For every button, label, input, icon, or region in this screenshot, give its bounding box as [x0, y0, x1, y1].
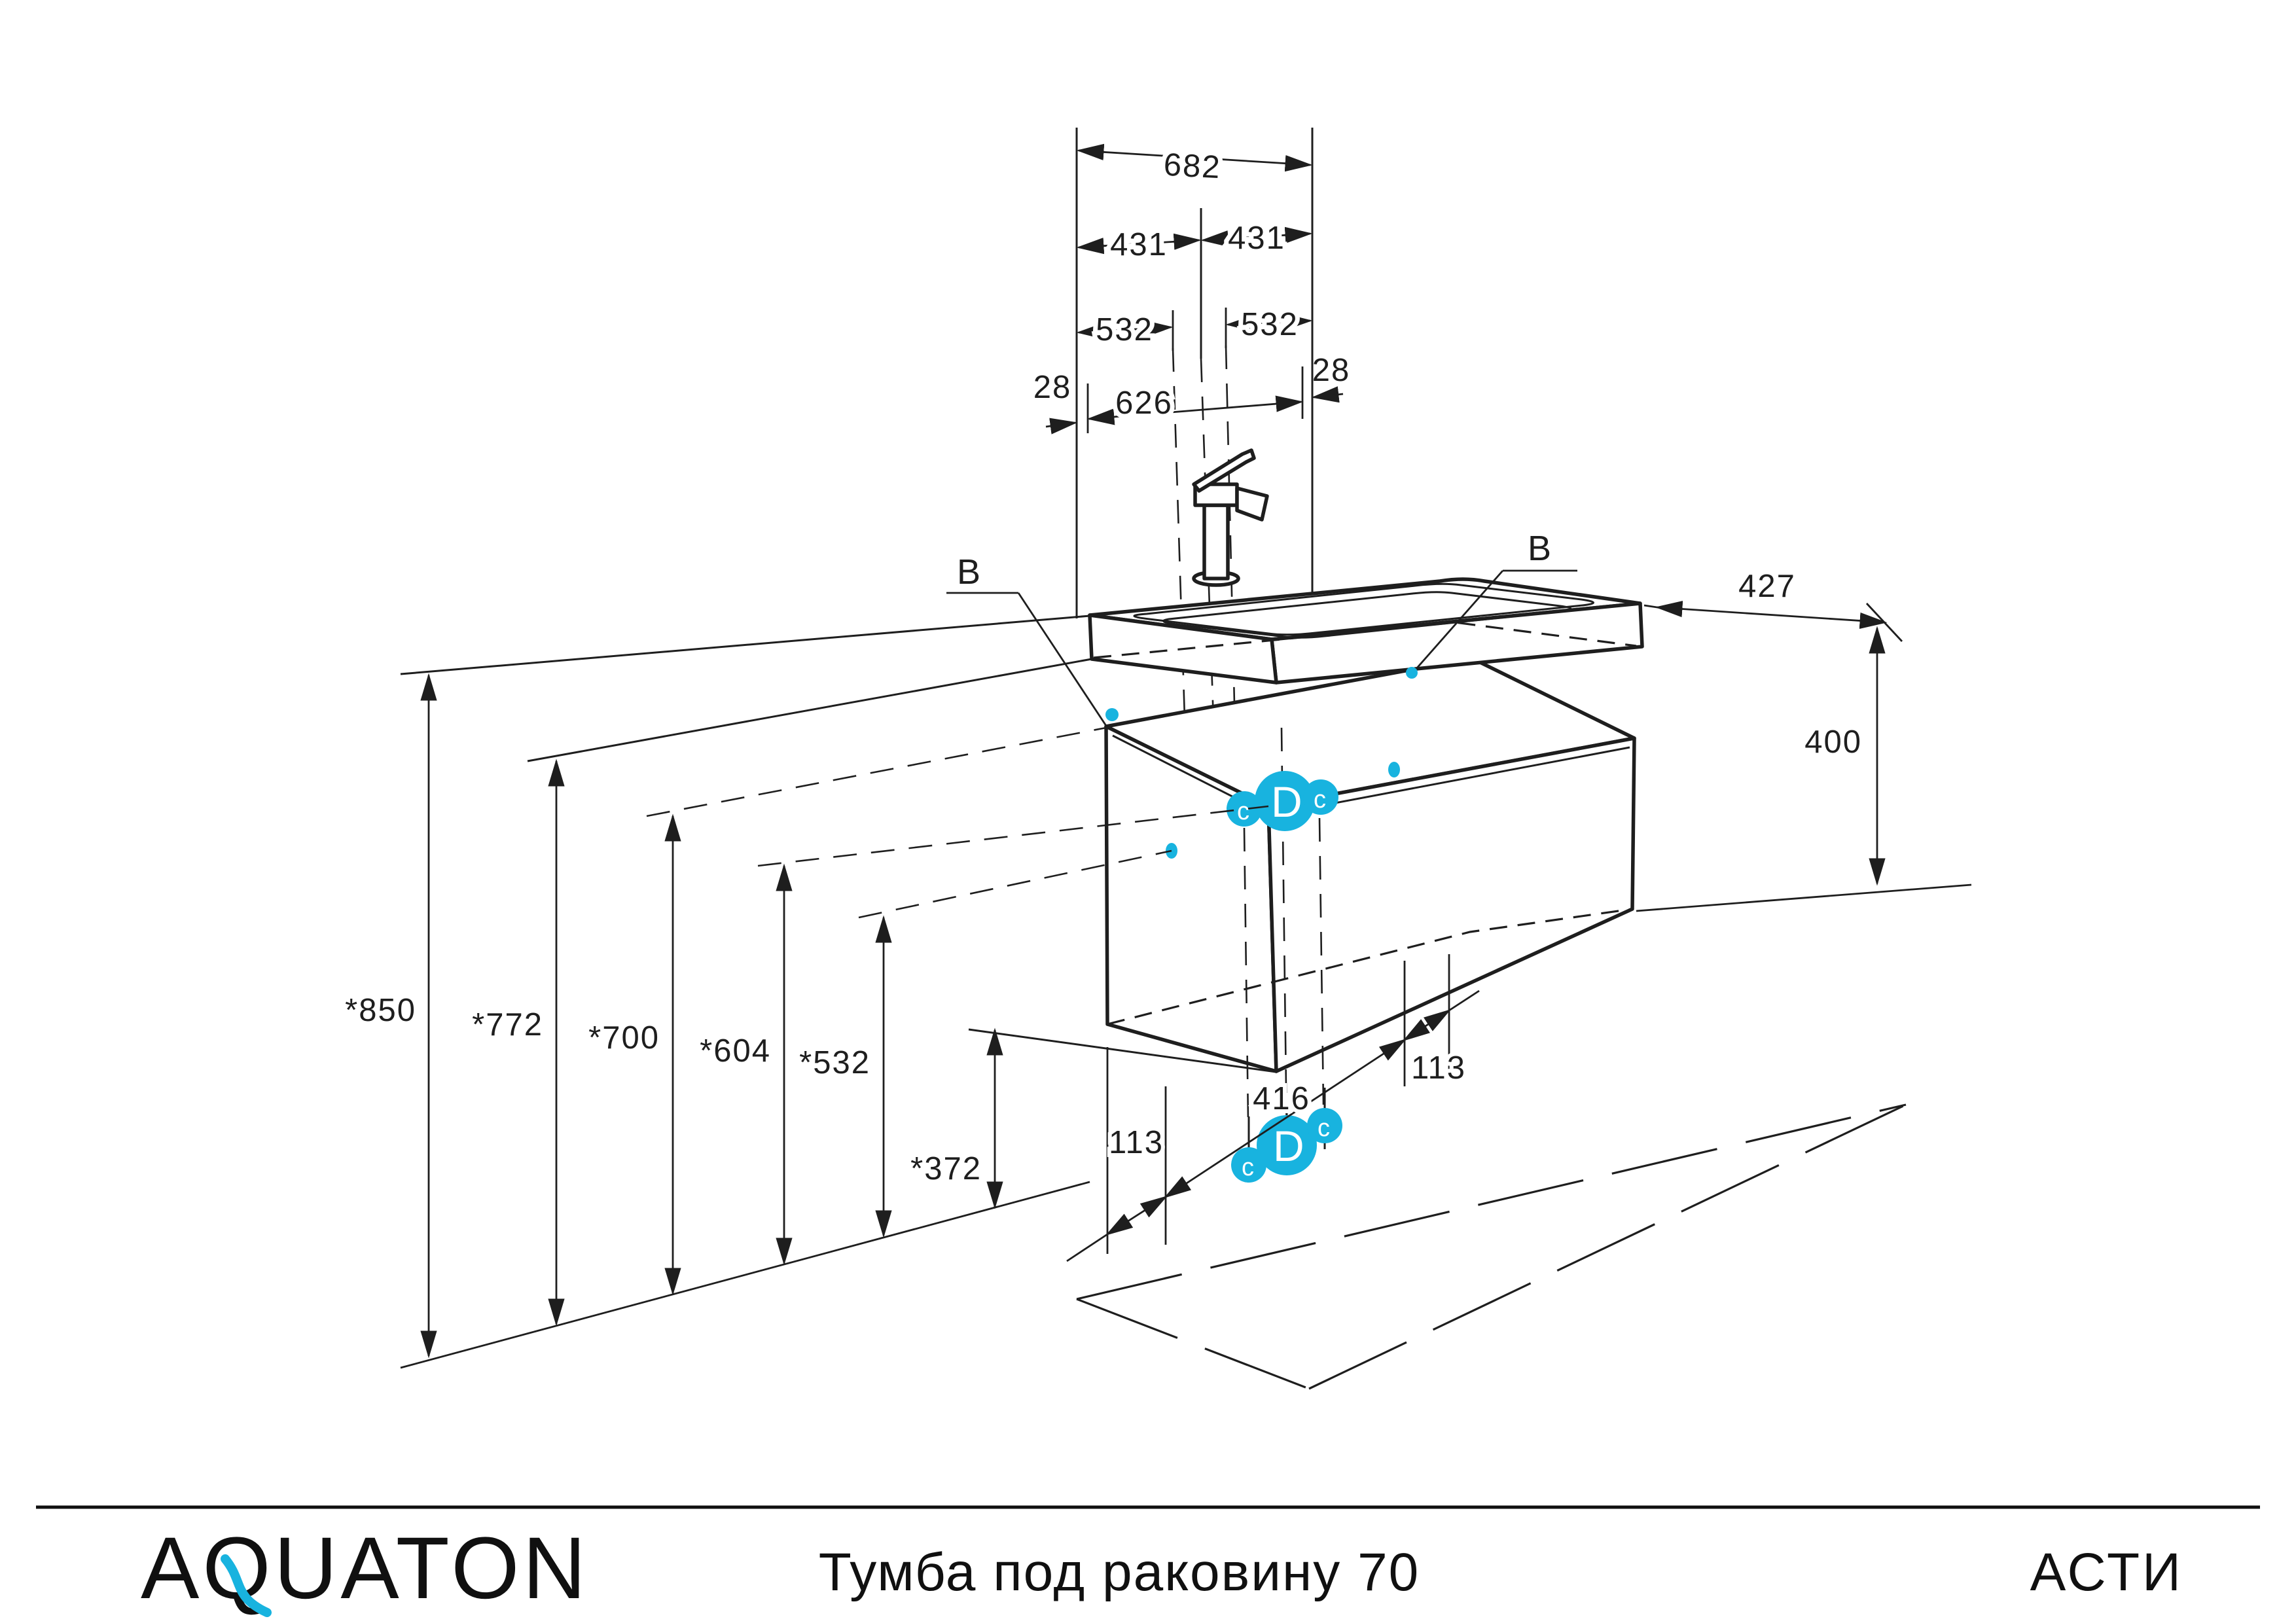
fixing-dot [1105, 708, 1119, 721]
callout-b-right: B [1406, 529, 1577, 679]
faucet-body [1202, 503, 1230, 580]
dim-28-left: 28 [1033, 370, 1072, 405]
dim-431-left: 431 [1110, 227, 1168, 262]
faucet-spout [1235, 486, 1269, 522]
marker-d: D [1273, 1122, 1304, 1170]
dim-113-right: 113 [1411, 1050, 1466, 1086]
dim-427: 427 [1738, 569, 1796, 604]
faucet [1192, 448, 1269, 587]
marker-c: c [1314, 786, 1326, 813]
marker-c: c [1242, 1154, 1254, 1181]
callout-b-left-label: B [957, 552, 980, 592]
dim-850: *850 [345, 993, 416, 1028]
dimensions-top: 682 431 431 532 532 626 28 28 [1033, 143, 1351, 435]
callout-b-left: B [946, 552, 1119, 728]
drain-markers-front: c D c [1227, 771, 1338, 831]
footer: AQUATON Тумба под раковину 70 АСТИ [36, 1505, 2260, 1617]
cabinet [1104, 656, 1636, 1141]
dim-532-left: 532 [1096, 312, 1153, 348]
dimensions-right: 427 400 [1636, 569, 1972, 912]
washbasin [1088, 577, 1644, 685]
dimensions-floor: 113 416 113 [1066, 954, 1480, 1262]
collection-name: АСТИ [2030, 1543, 2183, 1602]
brand-logo-swash [221, 1554, 272, 1617]
dim-431-right: 431 [1228, 221, 1285, 256]
fixing-dot [1406, 667, 1418, 679]
washbasin-top-face [1088, 577, 1642, 641]
dim-682: 682 [1163, 147, 1222, 186]
dim-700: *700 [588, 1020, 660, 1056]
marker-c: c [1318, 1115, 1330, 1142]
dim-400: 400 [1804, 724, 1862, 760]
marker-d: D [1271, 777, 1302, 826]
dim-626: 626 [1115, 385, 1173, 421]
floor-projection [1076, 1103, 1907, 1390]
faucet-block [1193, 482, 1239, 507]
dim-28-right: 28 [1312, 353, 1351, 388]
dim-532-right: 532 [1241, 307, 1299, 342]
faucet-lever [1192, 448, 1256, 493]
dim-372: *372 [910, 1151, 982, 1186]
basin-rim-outer [1133, 582, 1594, 636]
dim-604: *604 [700, 1033, 771, 1069]
dimensions-heights: *850 *772 *700 *604 *532 *372 [345, 615, 1277, 1369]
dim-416: 416 [1253, 1081, 1310, 1116]
dim-532v: *532 [799, 1045, 870, 1080]
marker-c: c [1237, 798, 1249, 825]
brand-logo: AQUATON [141, 1520, 589, 1617]
callout-b-right-label: B [1528, 529, 1551, 568]
basin-rim-inner [1162, 591, 1572, 639]
dim-772: *772 [472, 1007, 543, 1043]
dim-113-left: 113 [1109, 1125, 1164, 1160]
product-title: Тумба под раковину 70 [819, 1543, 1420, 1602]
